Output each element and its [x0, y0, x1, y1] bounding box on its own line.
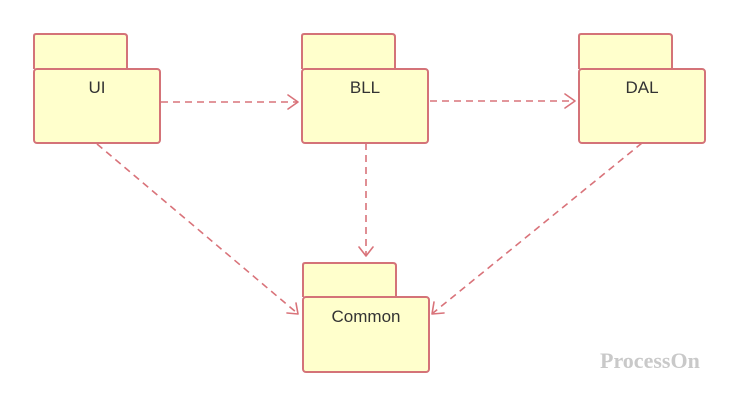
dependency-dal-to-common — [431, 142, 643, 315]
package-body — [33, 68, 161, 144]
dependency-ui-to-common — [96, 143, 299, 315]
dependency-bll-to-common — [358, 143, 374, 257]
package-ui[interactable]: UI — [33, 33, 161, 144]
package-label: BLL — [350, 78, 380, 97]
package-body — [302, 296, 430, 373]
package-label: UI — [89, 78, 106, 97]
package-label: DAL — [625, 78, 658, 97]
package-tab — [302, 262, 397, 297]
package-tab — [578, 33, 673, 69]
dependency-ui-to-bll — [161, 94, 299, 110]
dependency-bll-to-dal — [430, 93, 576, 109]
package-label: Common — [332, 307, 401, 326]
package-bll[interactable]: BLL — [301, 33, 429, 144]
package-tab — [301, 33, 396, 69]
package-common[interactable]: Common — [302, 262, 430, 373]
processon-watermark: ProcessOn — [600, 348, 700, 373]
package-tab — [33, 33, 128, 69]
package-body — [301, 68, 429, 144]
package-dal[interactable]: DAL — [578, 33, 706, 144]
package-body — [578, 68, 706, 144]
